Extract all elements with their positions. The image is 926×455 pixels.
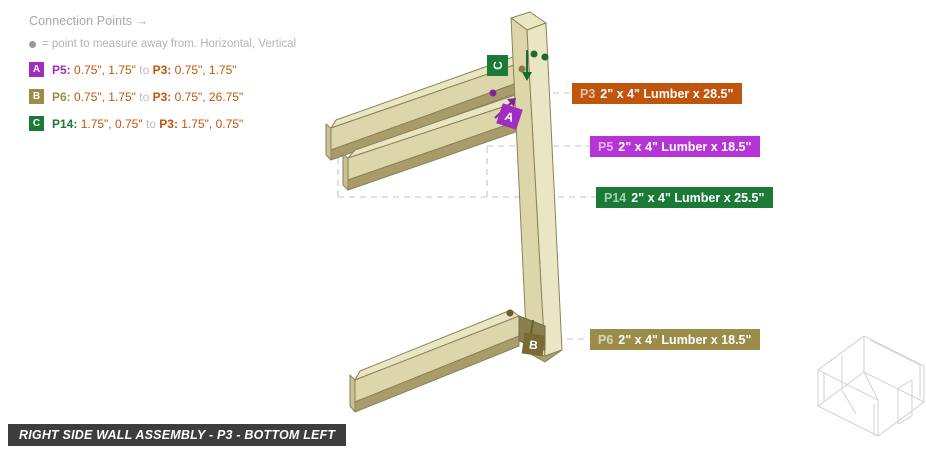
drawing-title-bar: RIGHT SIDE WALL ASSEMBLY - P3 - BOTTOM L… xyxy=(8,424,347,446)
model-connection-badge-a: A xyxy=(496,103,523,130)
part-label-id: P3 xyxy=(580,86,596,101)
lumber-p3-vertical-post xyxy=(510,11,563,363)
connection-points-legend: Connection Points → = point to measure a… xyxy=(0,14,330,131)
part-label-id: P14 xyxy=(604,190,627,205)
part-label-p14: P14 2" x 4" Lumber x 25.5" xyxy=(596,187,774,208)
legend-title: Connection Points → xyxy=(29,14,149,28)
assembly-overview-wireframe xyxy=(817,335,925,437)
connection-badge: A xyxy=(29,62,44,77)
part-label-text: 2" x 4" Lumber x 18.5" xyxy=(618,332,752,347)
lumber-p5-lower-beam xyxy=(342,93,525,191)
connection-row: C P14: 1.75", 0.75" to P3: 1.75", 0.75" xyxy=(29,116,330,131)
part-label-p3: P3 2" x 4" Lumber x 28.5" xyxy=(572,83,743,104)
connection-description: P6: 0.75", 1.75" to P3: 0.75", 26.75" xyxy=(52,89,244,104)
connection-description: P5: 0.75", 1.75" to P3: 0.75", 1.75" xyxy=(52,62,237,77)
connection-badge: B xyxy=(29,89,44,104)
lumber-p6-bottom-beam xyxy=(349,309,546,413)
connection-description: P14: 1.75", 0.75" to P3: 1.75", 0.75" xyxy=(52,116,244,131)
connection-point-dots xyxy=(489,50,549,317)
part-label-p6: P6 2" x 4" Lumber x 18.5" xyxy=(590,329,761,350)
part-label-id: P6 xyxy=(598,332,614,347)
connection-arrow-c xyxy=(522,50,532,81)
drawing-title-text: RIGHT SIDE WALL ASSEMBLY - P3 - BOTTOM L… xyxy=(19,428,336,442)
model-connection-badge-b: B xyxy=(521,332,546,357)
part-label-id: P5 xyxy=(598,139,614,154)
measure-point-dot-icon xyxy=(29,40,36,48)
legend-subtitle-text: = point to measure away from. Horizontal… xyxy=(42,38,297,50)
connection-row: B P6: 0.75", 1.75" to P3: 0.75", 26.75" xyxy=(29,89,330,104)
part-label-text: 2" x 4" Lumber x 18.5" xyxy=(618,139,752,154)
model-connection-badge-c: C xyxy=(487,55,508,76)
connection-rows: A P5: 0.75", 1.75" to P3: 0.75", 1.75" B P6… xyxy=(0,62,330,131)
part-label-text: 2" x 4" Lumber x 28.5" xyxy=(600,86,734,101)
connection-row: A P5: 0.75", 1.75" to P3: 0.75", 1.75" xyxy=(29,62,330,77)
connection-badge: C xyxy=(29,116,44,131)
part-label-text: 2" x 4" Lumber x 25.5" xyxy=(631,190,765,205)
part-label-p5: P5 2" x 4" Lumber x 18.5" xyxy=(590,136,761,157)
legend-subtitle: = point to measure away from. Horizontal… xyxy=(29,38,330,50)
dimension-guides xyxy=(337,92,596,340)
